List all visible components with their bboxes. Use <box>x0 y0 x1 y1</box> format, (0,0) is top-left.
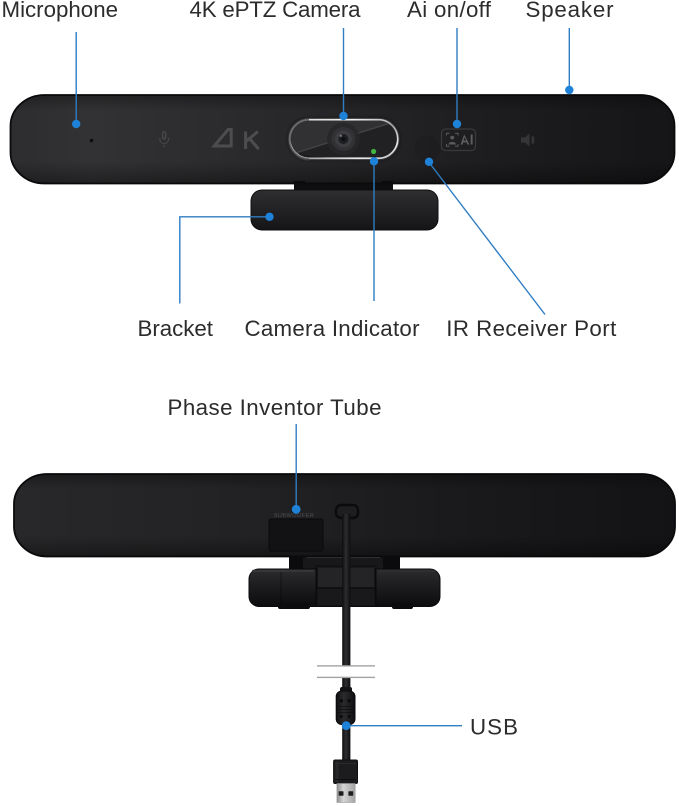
svg-text:USB: USB <box>470 715 518 740</box>
svg-text:Phase Inventor Tube: Phase Inventor Tube <box>168 395 382 420</box>
svg-text:Speaker: Speaker <box>526 0 615 22</box>
svg-text:4K ePTZ Camera: 4K ePTZ Camera <box>190 0 362 22</box>
svg-text:IR Receiver Port: IR Receiver Port <box>446 316 617 341</box>
svg-text:Bracket: Bracket <box>138 316 214 341</box>
svg-text:Microphone: Microphone <box>2 0 119 22</box>
svg-text:SUBWOOFER: SUBWOOFER <box>274 513 315 519</box>
svg-text:Camera Indicator: Camera Indicator <box>245 316 421 341</box>
svg-text:Ai on/off: Ai on/off <box>407 0 492 22</box>
